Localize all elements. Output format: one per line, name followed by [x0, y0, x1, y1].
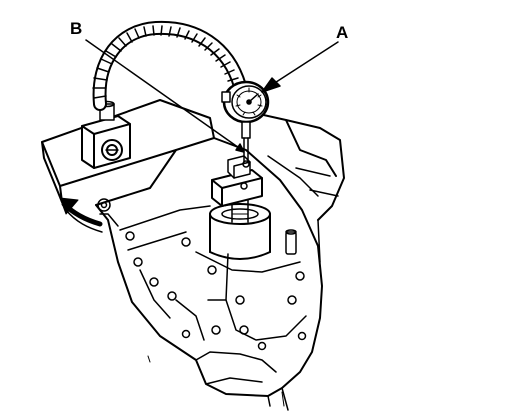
callout-label-b: B [70, 19, 83, 38]
rotation-direction-arrow [59, 197, 103, 233]
case-bolt-holes [97, 198, 307, 351]
shaft-housing [209, 203, 297, 260]
stray-marks [147, 355, 285, 407]
flexible-arm [92, 20, 247, 111]
dial-indicator [221, 80, 270, 168]
magnetic-base [81, 100, 131, 169]
callout-leaders [85, 39, 339, 153]
callout-label-a: A [336, 23, 349, 42]
